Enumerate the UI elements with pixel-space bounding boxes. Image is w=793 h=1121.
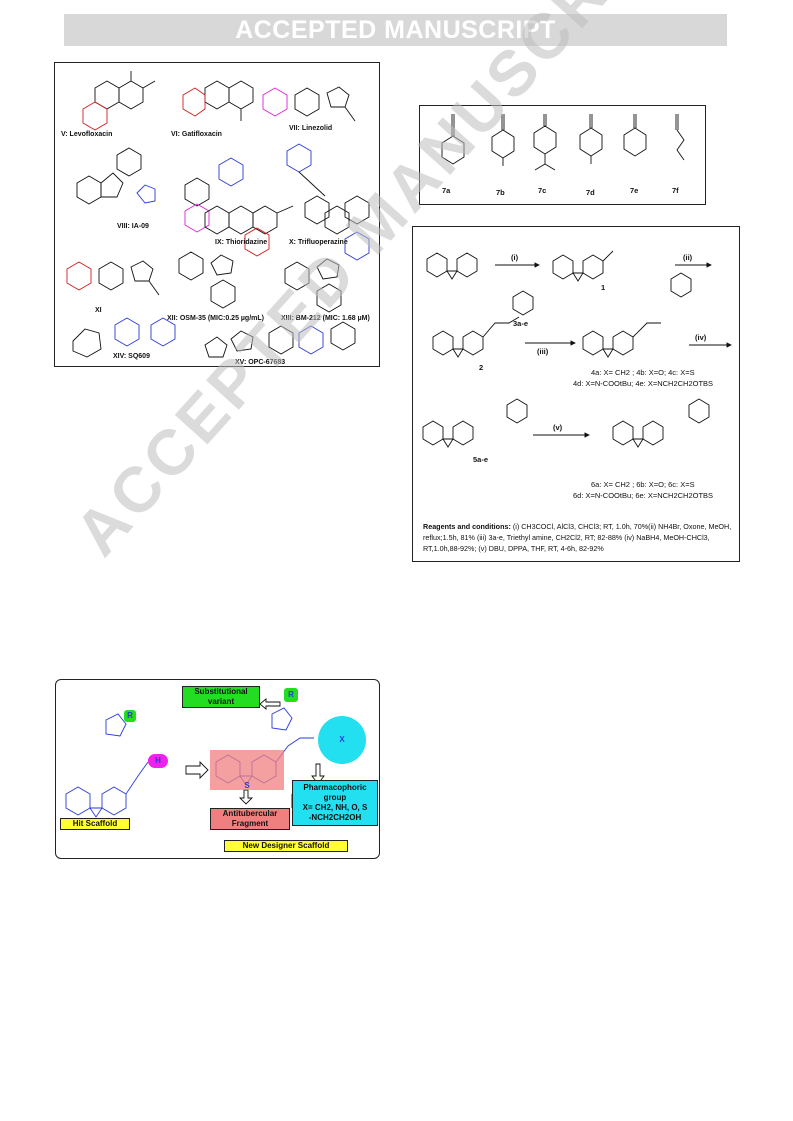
list-4-line2: 4d: X=N-COOtBu; 4e: X=NCH2CH2OTBS — [573, 379, 714, 388]
accepted-manuscript-banner: ACCEPTED MANUSCRIPT — [64, 14, 727, 46]
label-7d: 7d — [586, 188, 595, 197]
label-7a: 7a — [442, 186, 451, 195]
pharmacophoric-x: X= CH2, NH, O, S — [302, 803, 368, 812]
label-linezolid: VII: Linezolid — [289, 125, 333, 132]
step-i: (i) — [511, 253, 519, 262]
label-trifluoperazine: X: Trifluoperazine — [289, 239, 348, 246]
label-gatifloxacin: VI: Gatifloxacin — [171, 131, 222, 138]
compound-1: 1 — [601, 283, 606, 292]
step-iii: (iii) — [537, 347, 549, 356]
tag-hit-scaffold: Hit Scaffold — [60, 818, 130, 830]
r-group-circle: R — [284, 688, 298, 702]
figure-known-drugs: V: Levofloxacin VI: Gatifloxacin VII: Li… — [54, 62, 380, 367]
antitubercular-highlight: S — [210, 750, 284, 790]
conditions-line-1: (i) CH3COCl, AlCl3, CHCl3; RT, 1.0h, 70%… — [512, 522, 682, 531]
label-bm212: XIII: BM-212 (MIC: 1.68 µM) — [281, 315, 370, 322]
step-v: (v) — [553, 423, 563, 432]
step-iv: (iv) — [695, 333, 707, 342]
label-osm35: XII: OSM-35 (MIC:0.25 µg/mL) — [167, 315, 264, 322]
figure-alkynes: 7a 7b 7c 7d 7e 7f — [419, 105, 706, 205]
alkyne-structures-sketch — [441, 114, 685, 171]
conditions: Reagents and conditions: (i) CH3COCl, Al… — [423, 521, 735, 554]
tag-new-designer-scaffold: New Designer Scaffold — [224, 840, 348, 852]
label-7b: 7b — [496, 188, 505, 197]
label-xi: XI — [95, 307, 102, 314]
figure-design-strategy: Substitutional variant R R H X S Pharmac… — [55, 679, 380, 859]
label-7e: 7e — [630, 186, 639, 195]
step-ii: (ii) — [683, 253, 693, 262]
pharmacophoric-title: Pharmacophoric group — [303, 783, 367, 802]
label-7c: 7c — [538, 186, 547, 195]
conditions-title: Reagents and conditions: — [423, 522, 511, 531]
list-6-line1: 6a: X= CH2 ; 6b: X=O; 6c: X=S — [591, 480, 695, 489]
label-7f: 7f — [672, 186, 679, 195]
list-6-line2: 6d: X=N-COOtBu; 6e: X=NCH2CH2OTBS — [573, 491, 714, 500]
scheme-structures-sketch — [422, 250, 732, 448]
pharmacophoric-x2: -NCH2CH2OH — [308, 813, 362, 822]
r-group-hit: R — [124, 710, 136, 722]
figure-synthetic-scheme: (i) (ii) (iii) (iv) (v) 1 2 3a-e 5a-e 4a… — [412, 226, 740, 562]
x-circle: X — [318, 716, 366, 764]
label-levofloxacin: V: Levofloxacin — [61, 131, 113, 138]
tag-pharmacophoric-group: Pharmacophoric group X= CH2, NH, O, S -N… — [292, 780, 378, 826]
label-opc67683: XV: OPC-67683 — [235, 359, 286, 366]
tag-substitutional-variant: Substitutional variant — [182, 686, 260, 708]
label-ia09: VIII: IA-09 — [117, 223, 149, 230]
h-oval: H — [148, 754, 168, 768]
conditions-line-2: Oxone, MeOH, reflux;1.5h, 81% (iii) 3a-e… — [423, 522, 732, 542]
label-sq609: XIV: SQ609 — [113, 353, 150, 360]
conditions-line-3: NaBH4, MeOH-CHCl3, RT,1.0h,88-92%; (v) D… — [423, 533, 710, 553]
list-4-line1: 4a: X= CH2 ; 4b: X=O; 4c: X=S — [591, 368, 695, 377]
tag-antitubercular-fragment: Antitubercular Fragment — [210, 808, 290, 830]
compound-5a-e: 5a-e — [473, 455, 489, 464]
design-structures-sketch — [65, 698, 325, 818]
compound-3a-e: 3a-e — [513, 319, 529, 328]
label-thioridazine: IX: Thioridazine — [215, 239, 268, 246]
compound-2: 2 — [479, 363, 484, 372]
drug-structures-sketch — [66, 71, 370, 358]
